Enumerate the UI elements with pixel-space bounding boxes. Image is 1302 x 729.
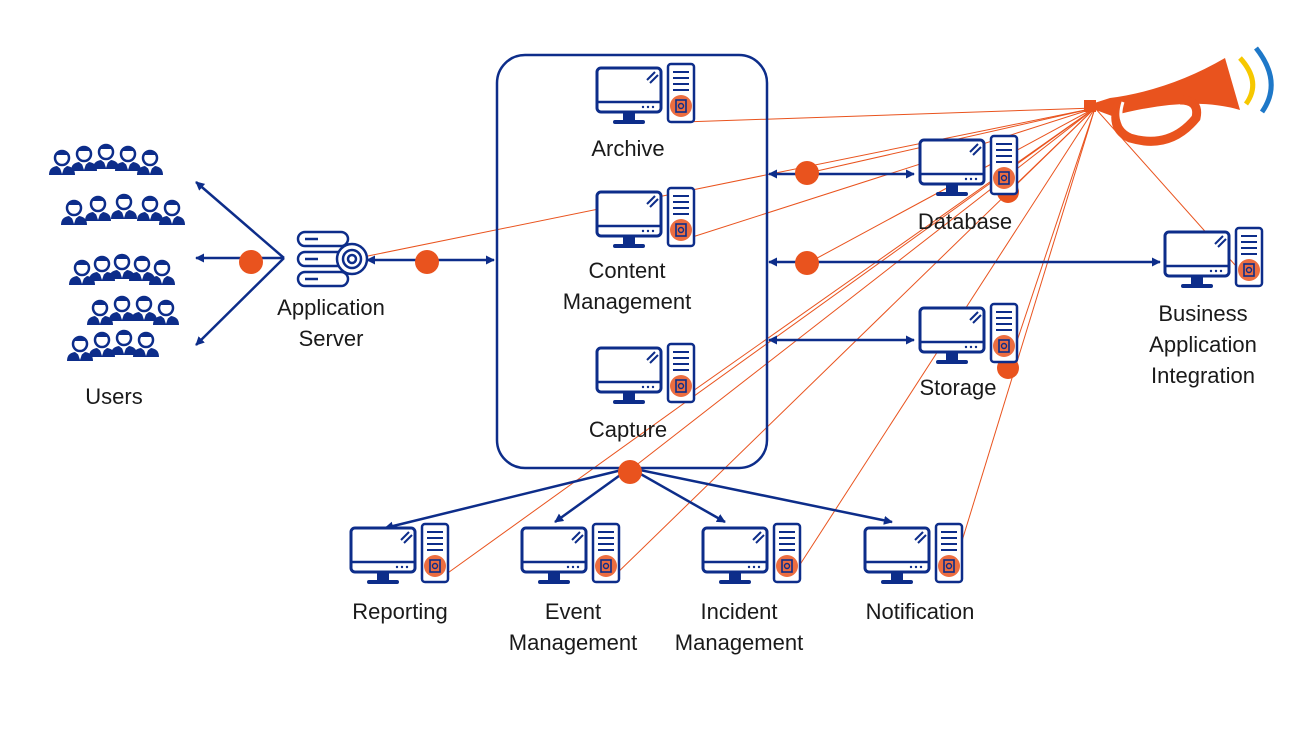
workstation-icon: [918, 134, 1019, 198]
event-management-label: Event Management: [508, 599, 638, 655]
incident-management-label: Incident Management: [674, 599, 804, 655]
notification-label: Notification: [865, 599, 975, 624]
users-group-icon: [47, 143, 187, 363]
users-label: Users: [85, 384, 143, 409]
workstation-icon: [520, 522, 621, 586]
workstation-icon: [595, 186, 696, 250]
connections: [195, 169, 1161, 531]
capture-label: Capture: [588, 417, 668, 442]
workstation-icon: [595, 342, 696, 406]
content-management-label: Content Management: [562, 258, 692, 314]
business-integration-label: Business Application Integration: [1149, 301, 1257, 388]
archive-label: Archive: [591, 136, 665, 161]
gear-server-icon: [296, 230, 369, 288]
workstation-icon: [595, 62, 696, 126]
workstation-icon: [863, 522, 964, 586]
database-label: Database: [917, 209, 1013, 234]
storage-label: Storage: [919, 375, 997, 400]
trumpet-horn-icon: [1084, 46, 1274, 146]
app-server-label: Application Server: [277, 295, 385, 351]
reporting-label: Reporting: [352, 599, 448, 624]
workstation-icon: [701, 522, 802, 586]
workstation-icon: [1163, 226, 1264, 290]
workstation-icon: [349, 522, 450, 586]
workstation-icon: [918, 302, 1019, 366]
